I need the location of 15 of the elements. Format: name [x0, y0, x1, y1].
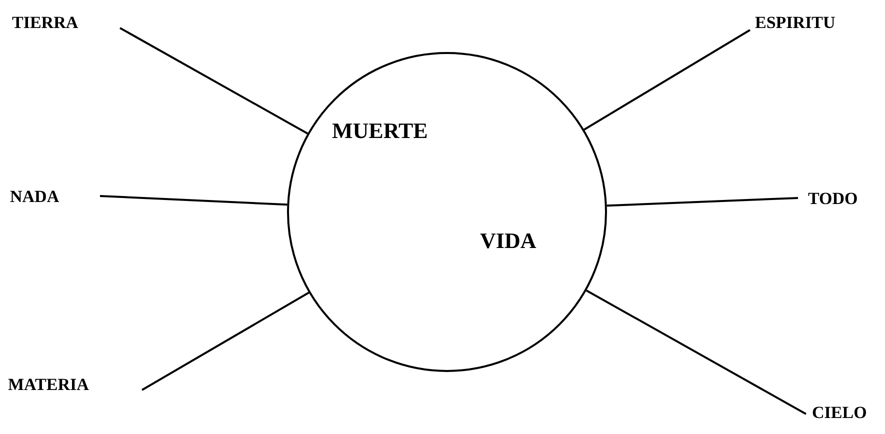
- connector-line: [120, 27, 308, 134]
- term-label: VIDA: [480, 230, 536, 252]
- term-label: MATERIA: [8, 376, 89, 393]
- term-label: MUERTE: [332, 120, 428, 142]
- connector-line: [606, 197, 798, 207]
- connector-line: [142, 292, 310, 391]
- circle: [287, 52, 607, 372]
- connector-line: [586, 290, 806, 415]
- connector-line: [584, 29, 751, 130]
- term-label: NADA: [10, 188, 60, 205]
- term-label: CIELO: [812, 404, 867, 421]
- term-label: TIERRA: [12, 14, 78, 31]
- term-label: ESPIRITU: [755, 14, 836, 31]
- term-label: TODO: [808, 190, 858, 207]
- connector-line: [100, 195, 288, 206]
